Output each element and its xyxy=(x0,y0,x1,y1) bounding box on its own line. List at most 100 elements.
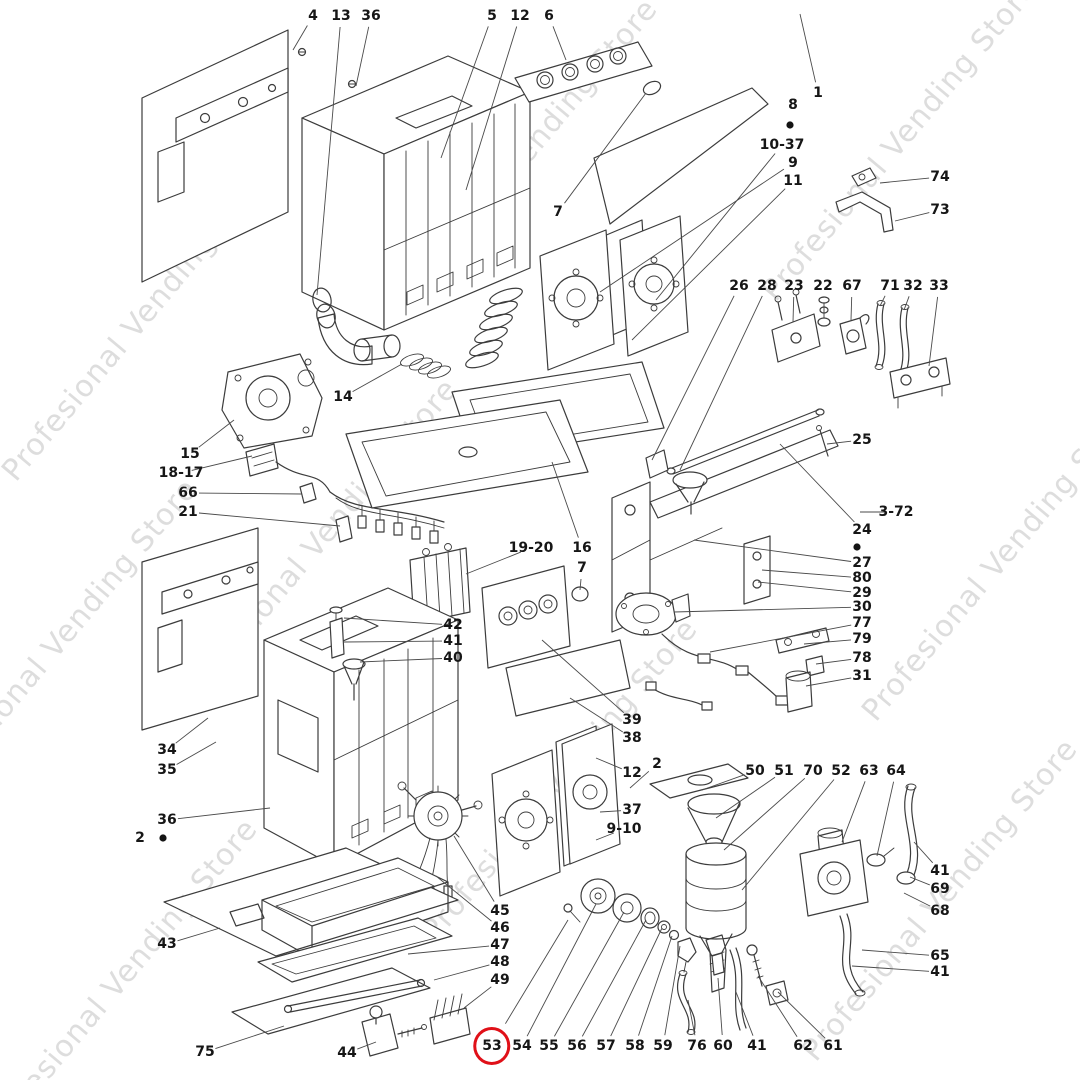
drip-tray-48 xyxy=(257,917,453,983)
part-label-67: 67 xyxy=(842,278,862,294)
part-label-38: 38 xyxy=(622,730,642,746)
fitting-73-74 xyxy=(835,167,894,233)
part-label-7: 7 xyxy=(553,204,563,220)
part-label-71: 71 xyxy=(880,278,900,294)
part-label-11: 11 xyxy=(783,173,803,189)
hopper-assembly xyxy=(649,763,749,976)
part-label-9-10: 9-10 xyxy=(606,821,642,837)
part-label-15: 15 xyxy=(180,446,200,462)
tubes-right xyxy=(874,300,951,409)
part-label-59: 59 xyxy=(653,1038,673,1054)
part-label-41: 41 xyxy=(930,964,950,980)
part-label-4: 4 xyxy=(308,8,318,24)
part-label-14: 14 xyxy=(333,389,353,405)
part-label-34: 34 xyxy=(157,742,177,758)
callout-dots xyxy=(159,121,861,842)
part-label-52: 52 xyxy=(831,763,851,779)
valve-cluster xyxy=(771,288,870,363)
upper-housing xyxy=(301,55,531,331)
part-label-41: 41 xyxy=(930,863,950,879)
part-label-76: 76 xyxy=(687,1038,707,1054)
part-label-6: 6 xyxy=(544,8,554,24)
motor-pump-15 xyxy=(221,353,331,493)
part-label-12: 12 xyxy=(510,8,530,24)
part-label-18-17: 18-17 xyxy=(158,465,204,481)
part-label-29: 29 xyxy=(852,585,872,601)
leader-lines xyxy=(175,13,939,1050)
part-label-80: 80 xyxy=(852,570,872,586)
part-label-78: 78 xyxy=(852,650,872,666)
part-label-60: 60 xyxy=(713,1038,733,1054)
part-label-58: 58 xyxy=(625,1038,645,1054)
part-label-31: 31 xyxy=(852,668,872,684)
pump-63 xyxy=(799,827,895,997)
tray-upper xyxy=(345,361,665,509)
part-label-3-72: 3-72 xyxy=(878,504,914,520)
part-label-23: 23 xyxy=(784,278,804,294)
gasket-oval xyxy=(642,80,662,96)
part-label-75: 75 xyxy=(195,1044,215,1060)
part-label-44: 44 xyxy=(337,1045,357,1061)
part-label-5: 5 xyxy=(487,8,497,24)
part-label-51: 51 xyxy=(774,763,794,779)
part-label-42: 42 xyxy=(443,617,463,633)
part-label-65: 65 xyxy=(930,948,950,964)
part-label-27: 27 xyxy=(852,555,872,571)
part-label-61: 61 xyxy=(823,1038,843,1054)
part-label-66: 66 xyxy=(178,485,198,501)
part-label-74: 74 xyxy=(930,169,950,185)
part-label-40: 40 xyxy=(443,650,463,666)
part-label-32: 32 xyxy=(903,278,923,294)
part-label-28: 28 xyxy=(757,278,777,294)
part-label-9: 9 xyxy=(788,155,798,171)
part-label-63: 63 xyxy=(859,763,879,779)
support-frame-right xyxy=(611,408,839,633)
tube-68-69 xyxy=(896,783,919,885)
screw-icon xyxy=(297,47,357,89)
top-cover-panel xyxy=(593,87,769,225)
part-label-36: 36 xyxy=(361,8,381,24)
part-label-79: 79 xyxy=(852,631,872,647)
duct-and-springs xyxy=(316,287,523,379)
part-label-8: 8 xyxy=(788,97,798,113)
part-label-43: 43 xyxy=(157,936,177,952)
part-label-7: 7 xyxy=(577,560,587,576)
part-label-37: 37 xyxy=(622,802,642,818)
part-label-41: 41 xyxy=(747,1038,767,1054)
part-label-22: 22 xyxy=(813,278,833,294)
pump-plates-upper xyxy=(539,215,689,371)
part-label-73: 73 xyxy=(930,202,950,218)
part-label-64: 64 xyxy=(886,763,906,779)
pump-plates-lower xyxy=(491,723,621,897)
part-label-24: 24 xyxy=(852,522,872,538)
part-label-16: 16 xyxy=(572,540,592,556)
part-label-70: 70 xyxy=(803,763,823,779)
back-panel-lower xyxy=(141,527,259,731)
part-label-35: 35 xyxy=(157,762,177,778)
part-label-68: 68 xyxy=(930,903,950,919)
gear-motor-30 xyxy=(615,592,830,713)
part-label-53-highlighted: 53 xyxy=(473,1027,511,1065)
bottom-tray-rod xyxy=(231,967,471,1057)
part-label-69: 69 xyxy=(930,881,950,897)
part-label-19-20: 19-20 xyxy=(508,540,554,556)
part-label-12: 12 xyxy=(622,765,642,781)
part-label-56: 56 xyxy=(567,1038,587,1054)
part-label-77: 77 xyxy=(852,615,872,631)
part-label-13: 13 xyxy=(331,8,351,24)
part-label-49: 49 xyxy=(490,972,510,988)
part-label-62: 62 xyxy=(793,1038,813,1054)
part-label-46: 46 xyxy=(490,920,510,936)
part-label-2: 2 xyxy=(652,756,662,772)
part-label-50: 50 xyxy=(745,763,765,779)
part-label-55: 55 xyxy=(539,1038,559,1054)
part-label-41: 41 xyxy=(443,633,463,649)
part-label-54: 54 xyxy=(512,1038,532,1054)
part-label-10-37: 10-37 xyxy=(759,137,805,153)
wire-harness xyxy=(299,482,445,544)
part-label-2: 2 xyxy=(135,830,145,846)
part-label-39: 39 xyxy=(622,712,642,728)
